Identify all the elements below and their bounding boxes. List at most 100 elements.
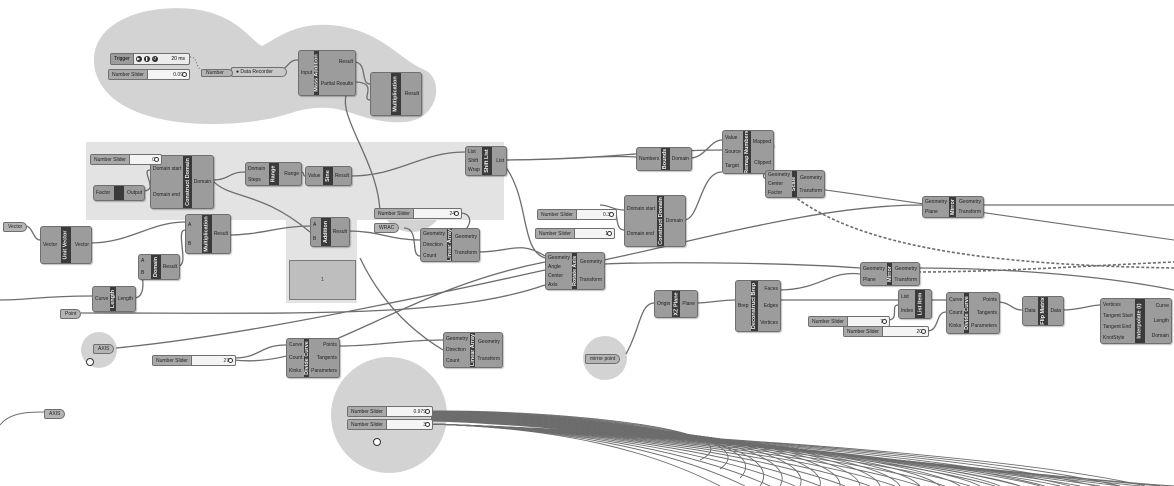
input-port[interactable]: Curve <box>289 342 303 349</box>
slider-knob-icon[interactable] <box>609 212 614 217</box>
output-port[interactable]: Result <box>162 264 177 270</box>
input-port[interactable]: Center <box>548 272 564 279</box>
input-port[interactable]: Factor <box>768 189 783 196</box>
param-p-axis2[interactable]: AXIS <box>44 409 66 419</box>
slider-knob-icon[interactable] <box>182 72 187 77</box>
input-port[interactable]: Shift <box>468 157 479 164</box>
param-p-point[interactable]: Point <box>60 309 82 319</box>
input-port[interactable]: Geometry <box>925 199 947 205</box>
input-port[interactable]: Geometry <box>768 172 790 179</box>
output-port[interactable]: Clipped <box>754 159 771 166</box>
slider-knob-icon[interactable] <box>882 319 887 324</box>
output-port[interactable]: Domain <box>1151 332 1169 339</box>
param-p-vector[interactable]: Vector <box>3 222 28 232</box>
input-port[interactable]: Vertices <box>1103 301 1121 308</box>
input-port[interactable]: Tangent Start <box>1103 312 1133 319</box>
input-port[interactable]: B <box>141 270 145 276</box>
slider-knob-icon[interactable] <box>425 409 430 414</box>
input-port[interactable]: Domain end <box>627 230 654 237</box>
output-port[interactable]: Result <box>213 231 228 237</box>
param-p-wrac[interactable]: WRAC <box>374 223 400 233</box>
input-port[interactable]: A <box>313 222 317 228</box>
input-port[interactable]: Kinks <box>949 323 962 330</box>
input-port[interactable]: A <box>141 258 145 264</box>
input-port[interactable]: Factor <box>96 190 111 196</box>
reset-icon[interactable]: ↺ <box>151 56 158 62</box>
output-port[interactable]: Result <box>332 229 347 235</box>
output-port[interactable]: Transform <box>477 355 500 362</box>
param-p-axis1[interactable]: AXIS <box>93 344 115 354</box>
input-port[interactable]: Index <box>901 308 914 314</box>
slider-knob-icon[interactable] <box>607 231 612 236</box>
output-port[interactable]: Result <box>338 59 353 65</box>
output-port[interactable]: Output <box>126 190 142 196</box>
output-port[interactable]: Transform <box>454 250 477 256</box>
output-port[interactable]: List <box>496 158 504 164</box>
input-port[interactable]: KnotStyle <box>1103 334 1125 341</box>
output-port[interactable]: Length <box>1153 317 1169 324</box>
output-port[interactable]: Data <box>1050 308 1061 314</box>
component-factor[interactable]: Factor Output <box>93 185 145 201</box>
text-panel[interactable]: 1 <box>289 260 356 300</box>
output-port[interactable]: Domain <box>671 156 689 162</box>
input-port[interactable]: Plane <box>925 209 938 215</box>
input-port[interactable]: Count <box>446 358 460 365</box>
slider-knob-icon[interactable] <box>921 329 926 334</box>
number-param[interactable]: Number <box>201 69 233 77</box>
input-port[interactable]: Count <box>949 309 963 316</box>
input-port[interactable]: Curve <box>949 296 963 303</box>
input-port[interactable]: List <box>468 148 476 155</box>
output-port[interactable]: Mapped <box>752 138 771 145</box>
input-port[interactable]: Domain <box>248 165 266 172</box>
output-port[interactable]: Length <box>117 296 133 302</box>
output-port[interactable]: Domain <box>193 179 211 185</box>
output-port[interactable]: Plane <box>682 301 695 307</box>
input-port[interactable]: B <box>188 240 192 247</box>
input-port[interactable]: A <box>188 221 192 228</box>
output-port[interactable]: Vertices <box>760 319 778 326</box>
output-port[interactable]: Transform <box>799 187 822 194</box>
output-port[interactable]: Geometry <box>800 174 822 181</box>
input-port[interactable]: Numbers <box>639 156 660 162</box>
slider-knob-icon[interactable] <box>425 422 430 427</box>
pause-icon[interactable]: ❚ <box>143 56 150 62</box>
output-port[interactable]: Result <box>334 173 349 179</box>
input-port[interactable]: Direction <box>446 346 466 353</box>
output-port[interactable]: Partial Results <box>320 81 353 87</box>
output-port[interactable]: Transform <box>894 276 917 283</box>
output-port[interactable]: Parameters <box>971 323 997 330</box>
input-port[interactable]: Value <box>308 173 321 179</box>
input-port[interactable]: Steps <box>248 176 261 183</box>
slider-knob-icon[interactable] <box>454 211 459 216</box>
output-port[interactable]: Geometry <box>895 265 917 272</box>
output-port[interactable]: Result <box>404 91 419 97</box>
output-port[interactable]: Geometry <box>478 338 500 345</box>
slider-knob-icon[interactable] <box>154 157 159 162</box>
output-port[interactable]: Geometry <box>959 199 981 205</box>
input-port[interactable]: Data <box>1025 308 1036 314</box>
input-port[interactable]: Geometry <box>446 335 468 342</box>
output-port[interactable]: Geometry <box>455 234 477 240</box>
output-port[interactable]: Tangents <box>976 309 997 316</box>
